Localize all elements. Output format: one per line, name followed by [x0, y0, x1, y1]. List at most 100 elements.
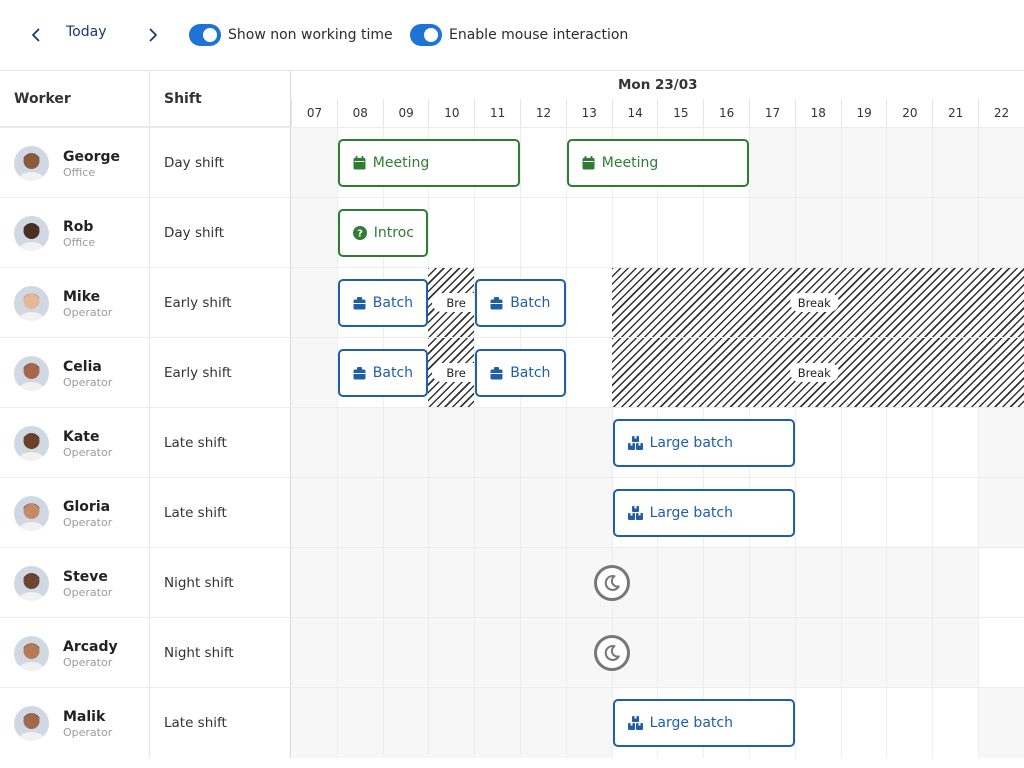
hour-gridline	[383, 618, 384, 688]
hour-gridline	[932, 548, 933, 618]
break-block[interactable]: Break	[612, 268, 1024, 338]
event-label: Batch	[373, 295, 413, 311]
large-batch-event[interactable]: Large batch	[613, 419, 795, 467]
hour-gridline	[932, 478, 933, 548]
batch-event[interactable]: Batch	[475, 349, 566, 397]
hour-gridline	[428, 408, 429, 478]
event-label: Batch	[510, 365, 550, 381]
hour-label: 16	[703, 99, 749, 127]
hour-gridline	[566, 688, 567, 758]
batch-event[interactable]: Batch	[338, 349, 429, 397]
schedule-cell[interactable]: Bre Break Batch Batch	[291, 338, 1024, 408]
hour-gridline	[841, 478, 842, 548]
hour-gridline	[428, 198, 429, 268]
worker-name: Rob	[63, 219, 93, 235]
shift-label: Early shift	[164, 295, 232, 311]
hour-label: 07	[291, 99, 337, 127]
hour-gridline	[703, 548, 704, 618]
large-batch-event[interactable]: Large batch	[613, 699, 795, 747]
table-row: Rob Office Day shift ?Introc	[0, 197, 1024, 267]
avatar	[14, 216, 49, 251]
non-working-time	[291, 128, 337, 198]
hour-gridline	[428, 688, 429, 758]
worker-column-header: Worker	[0, 71, 150, 127]
avatar	[14, 286, 49, 321]
worker-cell: Mike Operator	[0, 268, 150, 338]
worker-cell: Gloria Operator	[0, 478, 150, 548]
hour-gridline	[749, 128, 750, 198]
show-non-working-label: Show non working time	[228, 27, 393, 43]
schedule-cell[interactable]: Large batch	[291, 478, 1024, 548]
hour-gridline	[978, 198, 979, 268]
toggle-switch[interactable]	[410, 24, 442, 46]
hour-gridline	[337, 618, 338, 688]
hour-gridline	[932, 128, 933, 198]
hour-gridline	[978, 478, 979, 548]
shift-label: Early shift	[164, 365, 232, 381]
schedule-cell[interactable]: Meeting Meeting	[291, 128, 1024, 198]
schedule-cell[interactable]: Large batch	[291, 408, 1024, 478]
event-label: Large batch	[650, 715, 733, 731]
schedule-cell[interactable]: Large batch	[291, 688, 1024, 758]
break-label: Break	[790, 363, 839, 382]
break-block[interactable]: Break	[612, 338, 1024, 408]
hour-gridline	[612, 198, 613, 268]
next-day-button[interactable]	[141, 23, 165, 47]
shift-label: Late shift	[164, 435, 227, 451]
hour-gridline	[566, 478, 567, 548]
night-shift-marker[interactable]	[594, 565, 630, 601]
night-shift-marker[interactable]	[594, 635, 630, 671]
hours-header: 07080910111213141516171819202122	[291, 99, 1024, 127]
worker-role: Office	[63, 236, 95, 249]
package-icon	[490, 297, 503, 310]
break-block[interactable]: Bre	[428, 268, 474, 338]
schedule-cell[interactable]: ?Introc	[291, 198, 1024, 268]
boxes-icon	[628, 436, 643, 450]
question-icon: ?	[353, 226, 367, 240]
break-block[interactable]: Bre	[428, 338, 474, 408]
hour-gridline	[520, 618, 521, 688]
worker-cell: Arcady Operator	[0, 618, 150, 688]
hour-gridline	[383, 478, 384, 548]
prev-day-button[interactable]	[24, 23, 48, 47]
moon-icon	[603, 644, 621, 662]
worker-name: Mike	[63, 289, 100, 305]
hour-gridline	[886, 688, 887, 758]
event-label: Large batch	[650, 505, 733, 521]
boxes-icon	[628, 506, 643, 520]
intro-event[interactable]: ?Introc	[338, 209, 429, 257]
date-header: Mon 23/03	[291, 71, 1024, 99]
hour-gridline	[474, 548, 475, 618]
hour-gridline	[520, 128, 521, 198]
calendar-icon	[582, 156, 595, 170]
avatar	[14, 146, 49, 181]
hour-gridline	[795, 408, 796, 478]
non-working-time	[978, 478, 1024, 548]
hour-label: 09	[383, 99, 429, 127]
enable-mouse-toggle[interactable]: Enable mouse interaction	[410, 24, 628, 46]
meeting-event[interactable]: Meeting	[567, 139, 749, 187]
event-label: Meeting	[602, 155, 658, 171]
schedule-cell[interactable]	[291, 618, 1024, 688]
shift-cell: Night shift	[150, 548, 291, 618]
batch-event[interactable]: Batch	[475, 279, 566, 327]
meeting-event[interactable]: Meeting	[338, 139, 520, 187]
break-label: Break	[790, 293, 839, 312]
toggle-switch[interactable]	[189, 24, 221, 46]
hour-gridline	[749, 548, 750, 618]
table-row: Mike Operator Early shift BreBreakBatchB…	[0, 267, 1024, 337]
hour-gridline	[886, 408, 887, 478]
hour-gridline	[978, 618, 979, 688]
large-batch-event[interactable]: Large batch	[613, 489, 795, 537]
schedule-cell[interactable]	[291, 548, 1024, 618]
avatar	[14, 706, 49, 741]
worker-name: Kate	[63, 429, 99, 445]
batch-event[interactable]: Batch	[338, 279, 429, 327]
today-button[interactable]: Today	[66, 24, 107, 40]
package-icon	[353, 367, 366, 380]
schedule-cell[interactable]: Bre Break Batch Batch	[291, 268, 1024, 338]
hour-label: 11	[474, 99, 520, 127]
shift-cell: Day shift	[150, 128, 291, 198]
show-non-working-toggle[interactable]: Show non working time	[189, 24, 393, 46]
hour-gridline	[841, 128, 842, 198]
